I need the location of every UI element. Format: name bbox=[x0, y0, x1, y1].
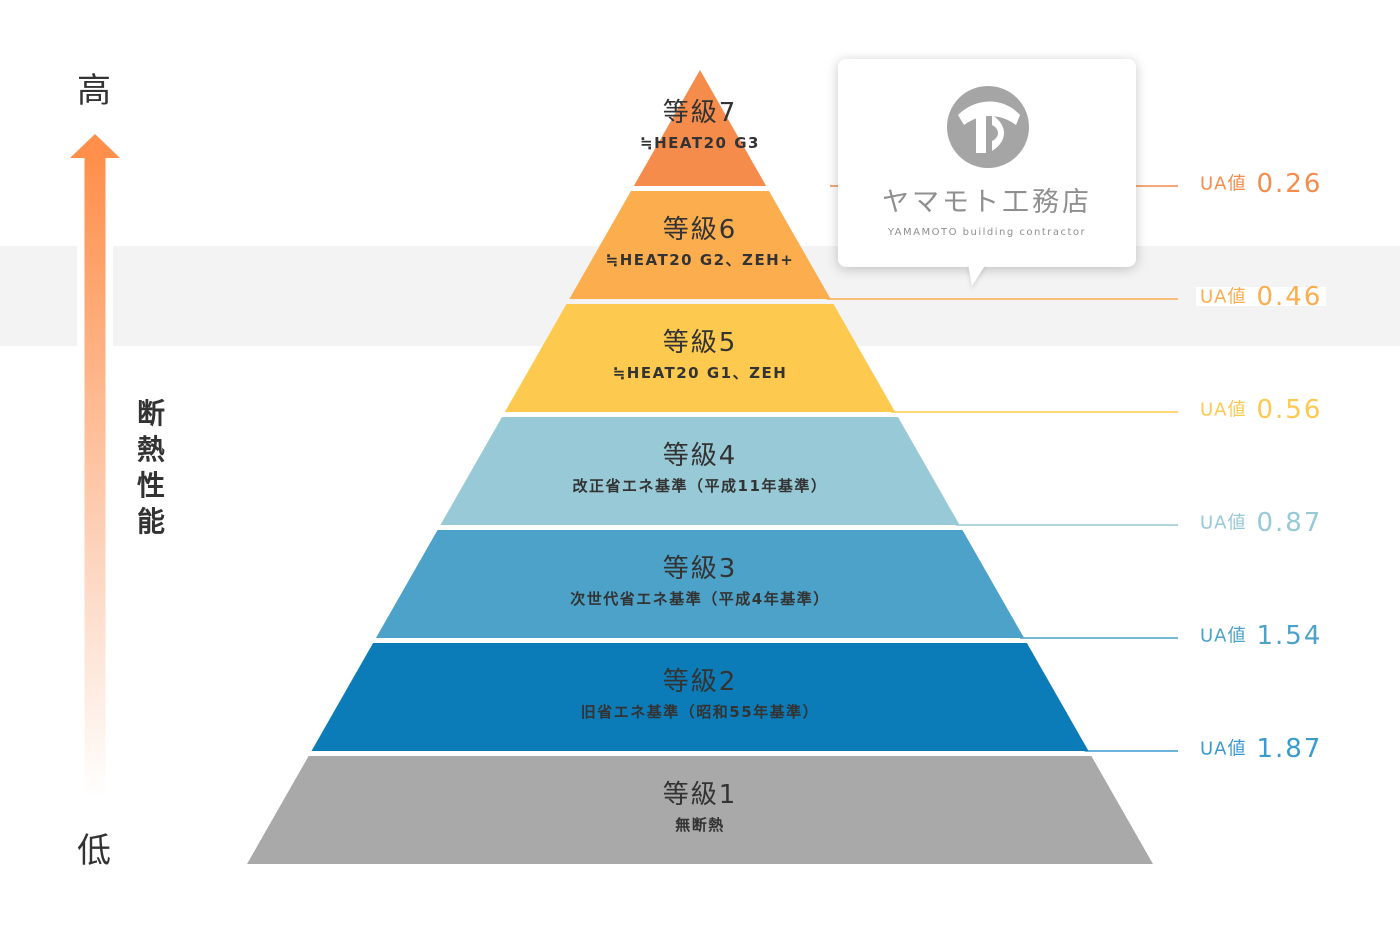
tier-name: 等級5 bbox=[662, 328, 738, 358]
axis-arrow-shaft bbox=[84, 156, 106, 798]
tier-description: ≒HEAT20 G3 bbox=[640, 134, 760, 152]
tier-name: 等級4 bbox=[662, 441, 738, 471]
pyramid-layer bbox=[633, 70, 767, 186]
ua-prefix: UA値 bbox=[1200, 738, 1247, 759]
axis-title-char: 性 bbox=[136, 469, 165, 502]
ua-prefix: UA値 bbox=[1200, 399, 1247, 420]
logo-card-tail bbox=[968, 264, 986, 286]
pyramid-layer bbox=[247, 756, 1153, 864]
tier-label: 等級7 ≒HEAT20 G3 bbox=[500, 98, 900, 154]
ua-number: 1.87 bbox=[1256, 734, 1323, 764]
pyramid-layer bbox=[504, 304, 896, 412]
tier-label: 等級6 ≒HEAT20 G2、ZEH+ bbox=[500, 215, 900, 271]
tier-label: 等級2 旧省エネ基準（昭和55年基準） bbox=[500, 667, 900, 723]
logo-subtitle: YAMAMOTO building contractor bbox=[887, 227, 1087, 238]
ua-value-label: UA値 1.54 bbox=[1196, 623, 1327, 649]
ua-prefix: UA値 bbox=[1200, 286, 1247, 307]
tier-description: ≒HEAT20 G1、ZEH bbox=[612, 364, 788, 382]
ua-prefix: UA値 bbox=[1200, 173, 1247, 194]
ua-number: 0.46 bbox=[1256, 282, 1323, 312]
ua-number: 1.54 bbox=[1256, 621, 1323, 651]
ua-value-label: UA値 0.26 bbox=[1196, 171, 1327, 197]
axis-arrow-head bbox=[70, 134, 120, 158]
ua-number: 0.26 bbox=[1256, 169, 1323, 199]
tier-description: ≒HEAT20 G2、ZEH+ bbox=[605, 251, 795, 269]
tier-name: 等級3 bbox=[662, 554, 738, 584]
tier-description: 無断熱 bbox=[675, 816, 725, 834]
axis-low-label: 低 bbox=[77, 831, 111, 871]
tier-label: 等級1 無断熱 bbox=[500, 780, 900, 836]
ua-number: 0.87 bbox=[1256, 508, 1323, 538]
ua-label-wrap: UA値 1.87 bbox=[1196, 736, 1327, 762]
ua-label-wrap: UA値 0.87 bbox=[1196, 510, 1327, 536]
ua-label-wrap: UA値 0.56 bbox=[1196, 397, 1327, 423]
pyramid-layer bbox=[569, 191, 831, 299]
axis-title-char: 熱 bbox=[136, 433, 165, 466]
axis-title: 断 熱 性 能 bbox=[131, 396, 171, 540]
ua-value-label: UA値 0.87 bbox=[1196, 510, 1327, 536]
ua-label-wrap: UA値 0.46 bbox=[1196, 284, 1327, 310]
ua-label-wrap: UA値 0.26 bbox=[1196, 171, 1327, 197]
ua-label-wrap: UA値 1.54 bbox=[1196, 623, 1327, 649]
tier-label: 等級5 ≒HEAT20 G1、ZEH bbox=[500, 328, 900, 384]
tier-name: 等級2 bbox=[662, 667, 738, 697]
ua-value-label: UA値 1.87 bbox=[1196, 736, 1327, 762]
tier-name: 等級1 bbox=[662, 780, 738, 810]
ua-value-label: UA値 0.56 bbox=[1196, 397, 1327, 423]
tier-description: 次世代省エネ基準（平成4年基準） bbox=[570, 590, 830, 608]
ua-value-label: UA値 0.46 bbox=[1196, 284, 1327, 310]
axis-title-char: 能 bbox=[136, 505, 165, 538]
axis-high-label: 高 bbox=[77, 71, 111, 111]
pyramid-layer bbox=[375, 530, 1025, 638]
tier-label: 等級3 次世代省エネ基準（平成4年基準） bbox=[500, 554, 900, 610]
ua-prefix: UA値 bbox=[1200, 625, 1247, 646]
tier-name: 等級6 bbox=[662, 215, 738, 245]
tier-name: 等級7 bbox=[662, 98, 738, 128]
logo-name: ヤマモト工務店 bbox=[882, 187, 1092, 218]
ua-prefix: UA値 bbox=[1200, 512, 1247, 533]
logo-card: ヤマモト工務店 YAMAMOTO building contractor bbox=[838, 59, 1136, 267]
pyramid-layer bbox=[440, 417, 960, 525]
tier-description: 改正省エネ基準（平成11年基準） bbox=[572, 477, 828, 495]
pyramid-layer bbox=[311, 643, 1089, 751]
tier-label: 等級4 改正省エネ基準（平成11年基準） bbox=[500, 441, 900, 497]
tier-description: 旧省エネ基準（昭和55年基準） bbox=[580, 703, 820, 721]
ua-number: 0.56 bbox=[1256, 395, 1323, 425]
axis-title-char: 断 bbox=[136, 397, 165, 430]
logo-mark-icon bbox=[947, 86, 1029, 168]
